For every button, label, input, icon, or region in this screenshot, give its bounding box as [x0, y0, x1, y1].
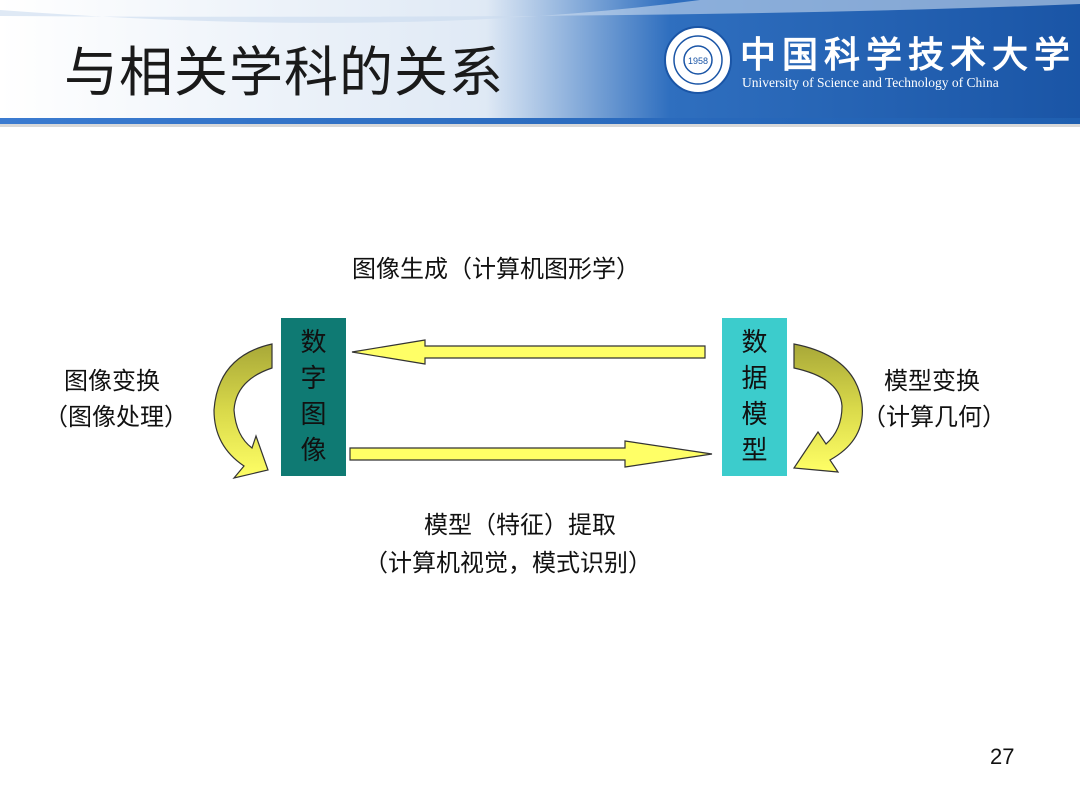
- slide-title: 与相关学科的关系: [64, 41, 504, 104]
- university-logo: 1958 中国科学技术大学 University of Science and …: [662, 20, 1070, 100]
- box-char: 图: [300, 400, 327, 430]
- header-background: [0, 0, 1080, 127]
- arrow-model-extraction: [349, 440, 713, 468]
- label-model-extraction-line2: （计算机视觉，模式识别）: [364, 549, 652, 577]
- label-model-transform-line2: （计算几何）: [862, 403, 1006, 431]
- page-number: 27: [990, 744, 1015, 769]
- label-image-generation: 图像生成（计算机图形学）: [352, 255, 640, 283]
- label-image-transform-line2: （图像处理）: [44, 403, 188, 431]
- digital-image-box: 数 字 图 像: [281, 318, 346, 476]
- logo-chinese-name: 中国科学技术大学: [740, 34, 1077, 76]
- label-image-transform-line1: 图像变换: [64, 367, 160, 395]
- box-char: 模: [741, 400, 768, 430]
- seal-year: 1958: [688, 56, 708, 66]
- label-model-transform-line1: 模型变换: [884, 367, 980, 395]
- header-band: 与相关学科的关系 1958 中国科学技术大学 University of Sci…: [0, 0, 1080, 128]
- university-seal-icon: 1958: [664, 26, 732, 94]
- box-char: 数: [741, 328, 768, 358]
- curved-arrow-model-transform: [792, 343, 863, 473]
- box-char: 字: [300, 364, 327, 394]
- logo-english-name: University of Science and Technology of …: [742, 75, 999, 90]
- curved-arrow-image-transform: [213, 343, 273, 479]
- box-char: 型: [741, 436, 768, 466]
- box-char: 像: [300, 436, 327, 466]
- box-char: 据: [741, 364, 768, 394]
- box-char: 数: [300, 328, 327, 358]
- label-model-extraction-line1: 模型（特征）提取: [424, 511, 616, 539]
- data-model-box: 数 据 模 型: [722, 318, 787, 476]
- arrow-image-generation: [351, 339, 706, 365]
